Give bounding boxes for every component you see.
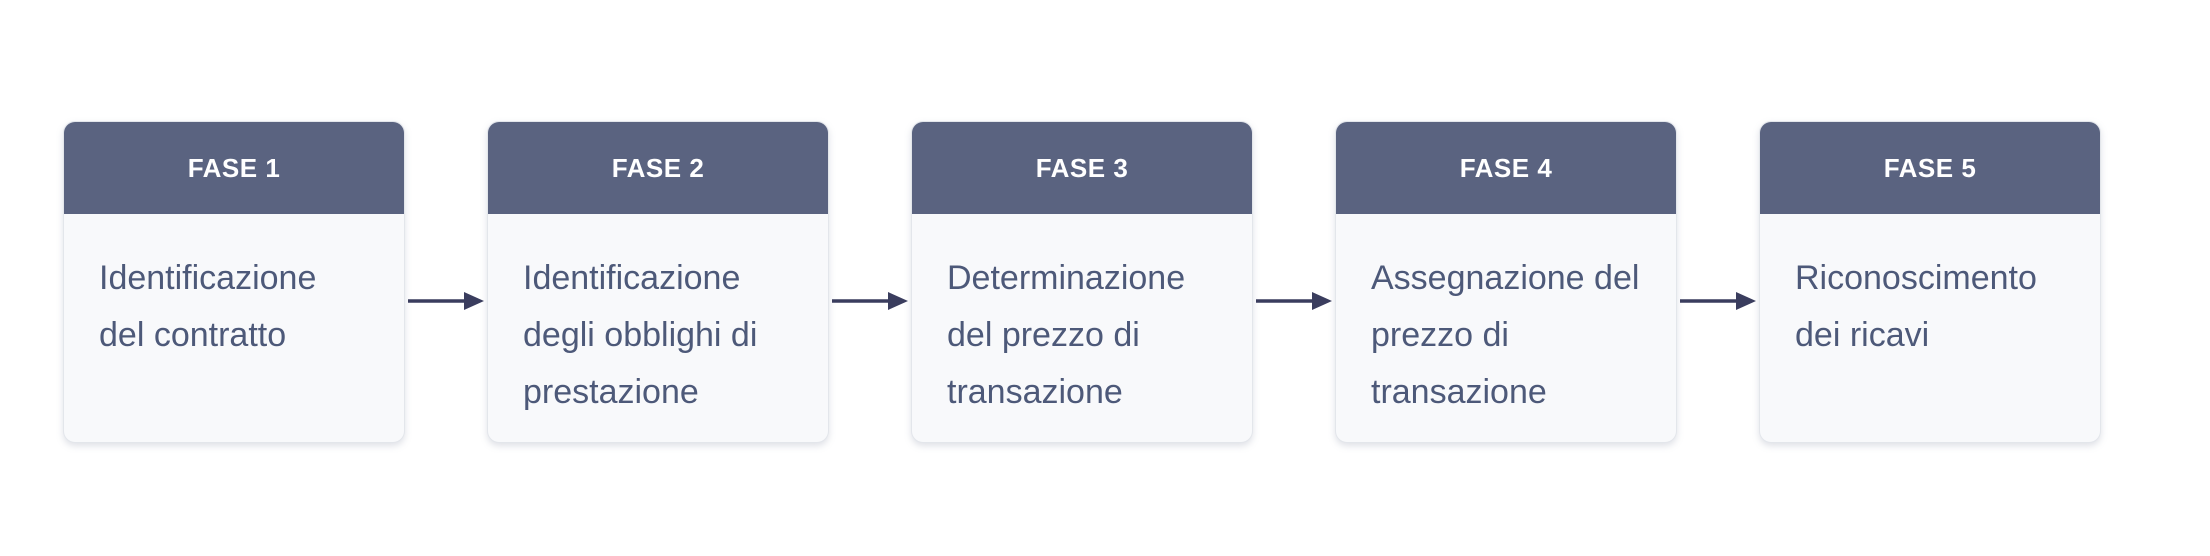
phase-card: FASE 1 Identificazione del contratto (63, 121, 405, 443)
phase-card-body: Identificazione degli obblighi di presta… (488, 214, 828, 421)
right-arrow-icon (1680, 292, 1756, 310)
phase-label: FASE 5 (1883, 152, 1977, 183)
flow-connector (1677, 290, 1759, 312)
phase-card: FASE 5 Riconoscimento dei ricavi (1759, 121, 2101, 443)
phase-description: Identificazione degli obblighi di presta… (523, 259, 758, 411)
phase-label: FASE 3 (1035, 152, 1129, 183)
phase-card-body: Riconoscimento dei ricavi (1760, 214, 2100, 364)
phase-card: FASE 4 Assegnazione del prezzo di transa… (1335, 121, 1677, 443)
phase-card: FASE 2 Identificazione degli obblighi di… (487, 121, 829, 443)
phase-label: FASE 1 (187, 152, 281, 183)
phase-card: FASE 3 Determinazione del prezzo di tran… (911, 121, 1253, 443)
process-flow-diagram: FASE 1 Identificazione del contratto FAS… (63, 121, 2101, 443)
flow-connector (405, 290, 487, 312)
phase-description: Identificazione del contratto (99, 259, 317, 354)
right-arrow-icon (408, 292, 484, 310)
phase-card-body: Identificazione del contratto (64, 214, 404, 364)
phase-description: Assegnazione del prezzo di transazione (1371, 259, 1640, 411)
flow-row: FASE 1 Identificazione del contratto FAS… (63, 121, 2101, 443)
phase-card-header: FASE 1 (64, 122, 404, 214)
phase-card-header: FASE 5 (1760, 122, 2100, 214)
phase-card-header: FASE 4 (1336, 122, 1676, 214)
phase-card-header: FASE 3 (912, 122, 1252, 214)
right-arrow-icon (1256, 292, 1332, 310)
phase-label: FASE 4 (1459, 152, 1553, 183)
right-arrow-icon (832, 292, 908, 310)
phase-card-header: FASE 2 (488, 122, 828, 214)
phase-description: Riconoscimento dei ricavi (1795, 259, 2037, 354)
flow-connector (1253, 290, 1335, 312)
phase-card-body: Determinazione del prezzo di transazione (912, 214, 1252, 421)
phase-label: FASE 2 (611, 152, 705, 183)
flow-connector (829, 290, 911, 312)
phase-description: Determinazione del prezzo di transazione (947, 259, 1186, 411)
phase-card-body: Assegnazione del prezzo di transazione (1336, 214, 1676, 421)
